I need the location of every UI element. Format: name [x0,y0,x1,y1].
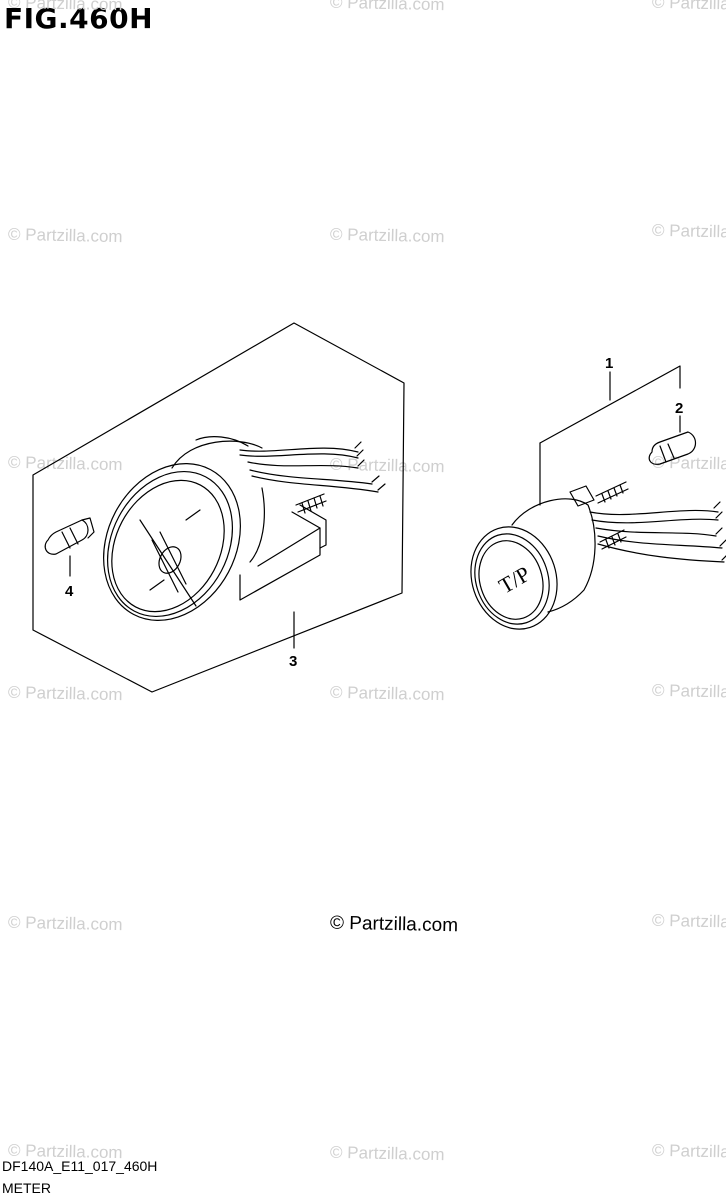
callout-4: 4 [65,583,74,600]
callout-line-1 [539,365,681,444]
bulb-small [44,517,95,555]
diagram-code: DF140A_E11_017_460H [2,1158,158,1174]
figure-title: FIG.460H [4,2,154,35]
small-gauge [470,481,726,630]
bulb-2 [648,431,697,465]
callout-2: 2 [675,400,683,417]
callout-3: 3 [289,653,297,670]
gauge-face-label: T/P [494,561,534,599]
large-gauge [103,436,386,621]
callout-1: 1 [605,355,613,372]
diagram-name: METER [2,1180,51,1196]
kit-outline [32,322,405,693]
